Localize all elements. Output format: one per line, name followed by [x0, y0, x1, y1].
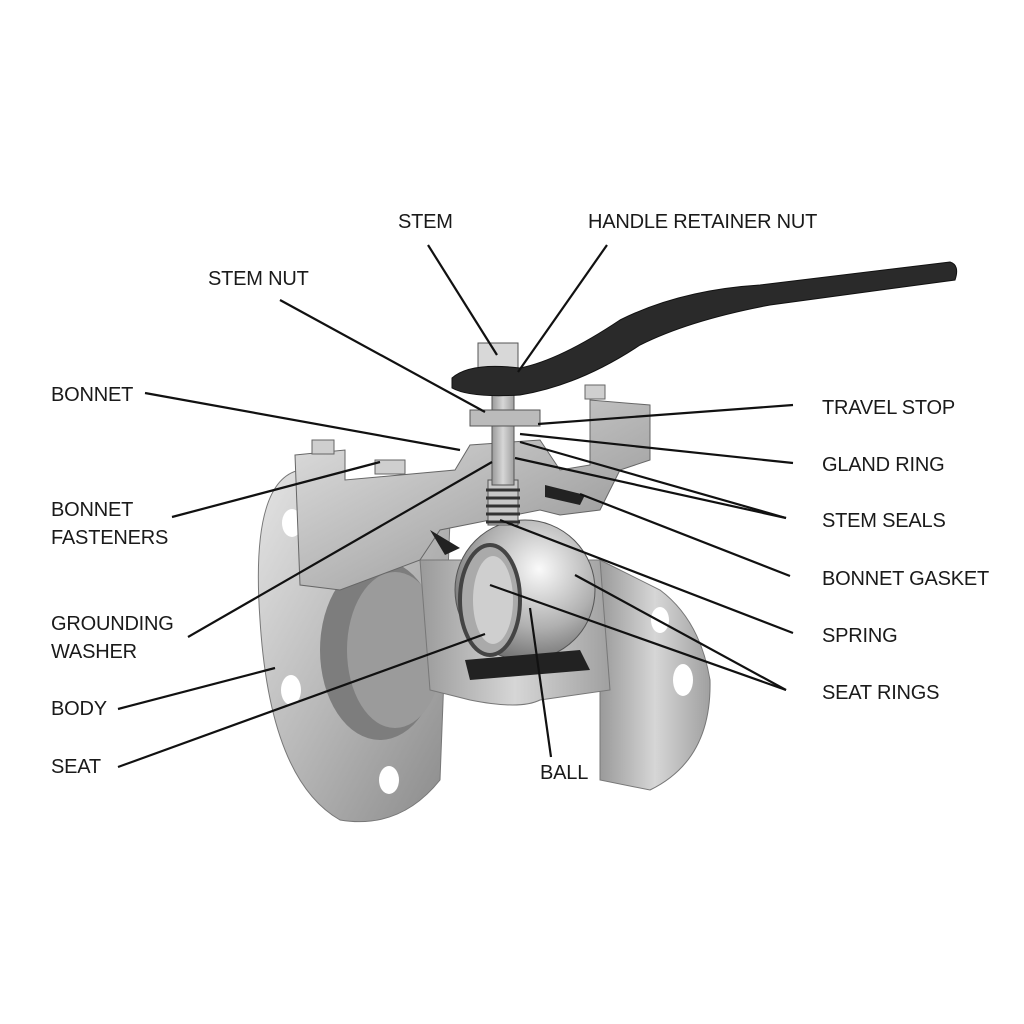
- leader-stem: [427, 244, 498, 356]
- leader-travel-stop: [537, 403, 794, 426]
- leader-spring: [499, 518, 794, 635]
- label-grounding-washer-line2: WASHER: [51, 641, 137, 663]
- label-stem: STEM: [398, 211, 453, 233]
- leader-seat-rings-2: [574, 574, 787, 691]
- label-seat: SEAT: [51, 756, 101, 778]
- leader-handle-retainer-nut: [517, 244, 608, 373]
- label-gland-ring: GLAND RING: [822, 454, 945, 476]
- label-travel-stop: TRAVEL STOP: [822, 397, 956, 419]
- label-bonnet-fasteners: BONNET FASTENERS: [51, 496, 168, 552]
- label-grounding-washer: GROUNDING WASHER: [51, 610, 174, 666]
- leader-body: [117, 666, 276, 711]
- leader-bonnet: [144, 391, 461, 452]
- handle-lever: [451, 261, 958, 397]
- stem-shape: [469, 342, 541, 526]
- leader-stem-seals-2: [514, 456, 787, 520]
- leader-grounding-washer: [187, 461, 493, 638]
- label-bonnet-fasteners-line2: FASTENERS: [51, 527, 169, 549]
- label-ball: BALL: [540, 762, 589, 784]
- label-stem-seals: STEM SEALS: [822, 510, 946, 532]
- bonnet-fastener-bolt: [374, 459, 406, 475]
- label-handle-retainer-nut: HANDLE RETAINER NUT: [588, 211, 818, 233]
- label-bonnet: BONNET: [51, 384, 134, 406]
- bonnet-shape: [294, 384, 651, 591]
- label-grounding-washer-line1: GROUNDING: [51, 613, 174, 635]
- leader-gland-ring: [519, 432, 794, 465]
- ball-shape: [454, 519, 596, 680]
- label-seat-rings: SEAT RINGS: [822, 682, 940, 704]
- leader-stem-seals-1: [519, 440, 787, 520]
- leader-lines: [117, 244, 794, 769]
- label-spring: SPRING: [822, 625, 898, 647]
- leader-stem-nut: [279, 299, 486, 413]
- label-stem-nut: STEM NUT: [208, 268, 309, 290]
- leader-bonnet-fasteners: [171, 460, 381, 519]
- leader-seat-rings-1: [489, 583, 787, 692]
- leader-bonnet-gasket: [579, 492, 791, 578]
- right-flange: [599, 559, 711, 791]
- label-body: BODY: [51, 698, 107, 720]
- leader-seat: [117, 632, 486, 769]
- leader-ball: [528, 607, 553, 758]
- label-bonnet-fasteners-line1: BONNET: [51, 499, 134, 521]
- label-bonnet-gasket: BONNET GASKET: [822, 568, 990, 590]
